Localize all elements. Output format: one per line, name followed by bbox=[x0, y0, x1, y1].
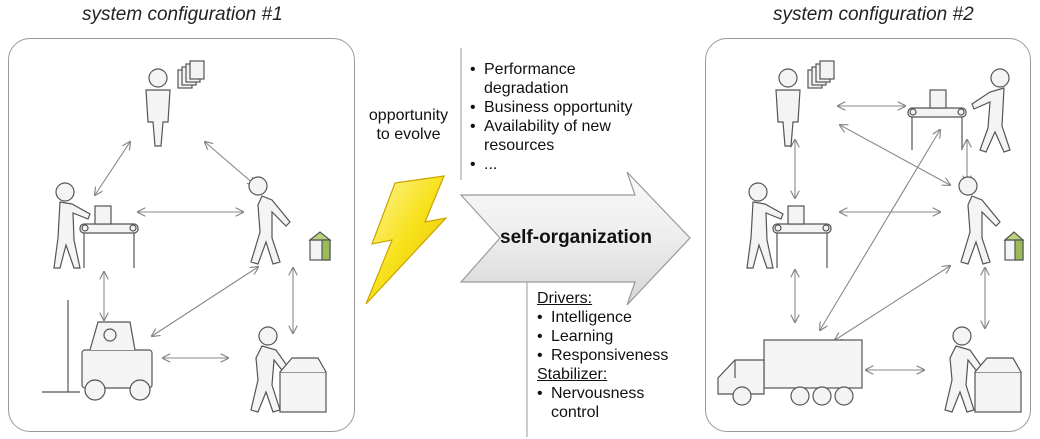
driver-item: Learning bbox=[537, 327, 707, 346]
forklift-icon bbox=[42, 300, 153, 401]
driver-item: Responsiveness bbox=[537, 346, 707, 365]
trigger-item: Availability of new resources bbox=[470, 117, 644, 155]
stabilizer-heading: Stabilizer: bbox=[537, 366, 608, 383]
packer-green-box-icon bbox=[248, 176, 332, 265]
truck-icon bbox=[717, 339, 863, 406]
drivers-heading: Drivers: bbox=[537, 290, 593, 307]
conveyor-worker-icon-3 bbox=[746, 182, 832, 269]
stabilizer-item: Nervousness control bbox=[537, 384, 661, 422]
driver-item: Intelligence bbox=[537, 308, 707, 327]
arrow-label: self-organization bbox=[500, 227, 653, 248]
worker-box-icon bbox=[250, 326, 327, 413]
worker-box-icon-2 bbox=[944, 326, 1022, 413]
clerk-documents-icon-2 bbox=[775, 60, 835, 147]
trigger-item: Performance degradation bbox=[470, 60, 634, 98]
trigger-item: ... bbox=[470, 155, 700, 174]
lightning-bolt-icon bbox=[365, 175, 448, 305]
self-organization-arrow bbox=[459, 171, 691, 306]
config1-frame bbox=[8, 38, 355, 432]
conveyor-worker-icon-2 bbox=[907, 68, 1011, 153]
trigger-item: Business opportunity bbox=[470, 98, 700, 117]
config2-frame bbox=[705, 38, 1031, 432]
config2-title: system configuration #2 bbox=[773, 4, 974, 25]
config1-links bbox=[95, 142, 293, 358]
packer-green-box-icon-2 bbox=[958, 176, 1025, 265]
drivers-panel: Drivers: Intelligence Learning Responsiv… bbox=[537, 289, 707, 422]
clerk-documents-icon bbox=[145, 60, 205, 147]
config1-title: system configuration #1 bbox=[82, 4, 283, 25]
triggers-list: Performance degradation Business opportu… bbox=[470, 60, 700, 174]
config2-links bbox=[795, 106, 985, 370]
opportunity-label: opportunity to evolve bbox=[368, 107, 449, 143]
conveyor-worker-icon bbox=[53, 182, 139, 269]
